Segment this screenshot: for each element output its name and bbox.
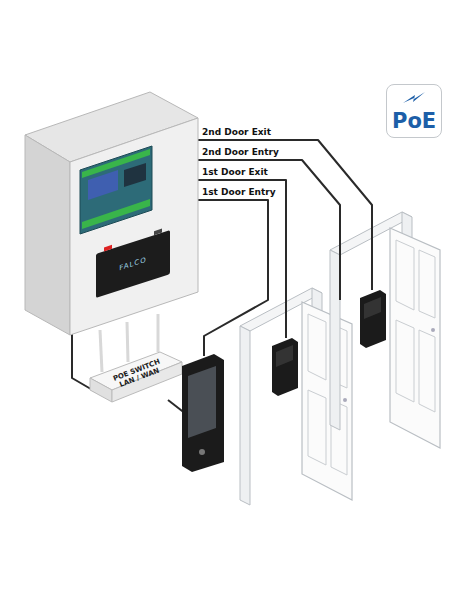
exit-reader-two — [360, 290, 386, 348]
wire-label: 2nd Door Exit — [201, 127, 272, 138]
lightning-icon — [401, 89, 427, 109]
router-side — [90, 378, 112, 402]
keypad-reader — [182, 354, 224, 472]
door-two — [330, 212, 440, 448]
reader-button — [199, 449, 205, 455]
reader-face — [276, 345, 293, 367]
door-panel — [308, 314, 326, 380]
door-frame-post — [330, 250, 340, 430]
antenna — [127, 322, 128, 362]
door-slab — [302, 302, 352, 500]
antenna — [100, 330, 102, 372]
wire-label: 1st Door Exit — [201, 167, 269, 178]
poe-badge: PoE — [386, 84, 442, 138]
control-panel — [25, 92, 198, 335]
wire-label: 2nd Door Entry — [201, 147, 280, 158]
battery-terminal — [154, 229, 162, 236]
board-chip — [124, 163, 146, 187]
door-frame-post — [240, 326, 250, 505]
antenna — [157, 314, 160, 352]
battery-terminal — [104, 245, 112, 252]
door-slab — [390, 228, 440, 448]
exit-reader-one — [272, 338, 298, 396]
door-handle — [343, 398, 347, 402]
terminal-strip — [82, 199, 150, 229]
battery-text: FALCO — [100, 249, 166, 279]
reader-screen — [188, 366, 216, 438]
router — [90, 314, 182, 402]
door-panel — [396, 320, 414, 402]
circuit-board — [80, 146, 152, 234]
board-chip — [88, 170, 118, 200]
wire — [198, 200, 268, 356]
reader-body — [182, 354, 224, 472]
reader-body — [360, 290, 386, 348]
reader-body — [272, 338, 298, 396]
door-panel — [396, 240, 414, 310]
poe-badge-text: PoE — [392, 109, 436, 133]
panel-side — [25, 135, 70, 335]
panel-front — [70, 118, 198, 335]
terminal-strip — [82, 149, 150, 178]
lightning-bolt — [403, 92, 425, 103]
door-panel — [419, 330, 435, 412]
reader-face — [364, 297, 381, 319]
door-panel — [308, 390, 326, 465]
door-handle — [431, 328, 435, 332]
door-panel — [419, 250, 435, 318]
wire-label: 1st Door Entry — [201, 187, 277, 198]
